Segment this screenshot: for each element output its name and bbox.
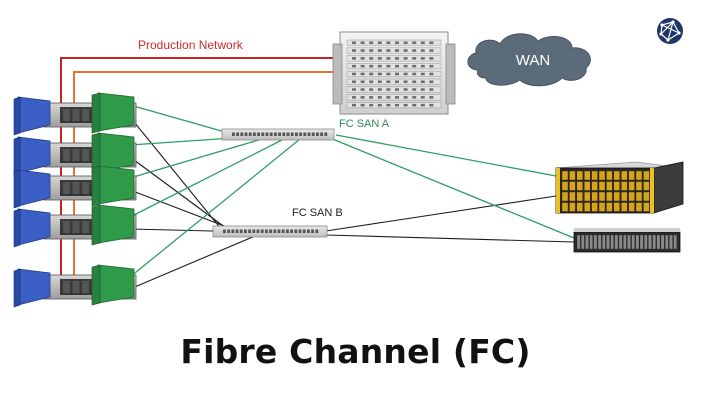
fc-a-link (129, 104, 233, 135)
fc-b-link (129, 232, 263, 290)
fc-a-storage-link (329, 137, 575, 239)
server-2 (13, 132, 137, 176)
fc-b-link (129, 116, 223, 231)
server-1 (13, 92, 137, 136)
fc-san-a-links (129, 104, 575, 278)
server-rack (13, 92, 137, 308)
wan-label: WAN (516, 52, 550, 69)
diagram-caption: Fibre Channel (FC) (180, 332, 531, 371)
fc-san-b-label: FC SAN B (292, 207, 343, 219)
fc-a-storage-link (335, 134, 557, 177)
production-link-red (60, 57, 342, 290)
fc-switch-a: FC SAN A (221, 118, 390, 141)
fc-switch-b: FC SAN B (212, 207, 343, 238)
storage-array-primary (555, 161, 684, 214)
fc-san-a-label: FC SAN A (339, 118, 390, 130)
fc-a-link (129, 138, 263, 179)
globe-network-icon (657, 18, 683, 44)
storage-array-secondary (573, 228, 681, 253)
fc-b-link (129, 189, 241, 233)
fc-b-link (129, 156, 231, 232)
fc-san-b-links (129, 116, 575, 290)
server-4 (13, 204, 137, 248)
fc-a-link (129, 139, 283, 218)
production-network-label: Production Network (138, 38, 244, 52)
server-3 (13, 165, 137, 209)
server-5 (13, 264, 137, 308)
fc-b-storage-link (325, 234, 575, 243)
fc-b-storage-link (325, 195, 557, 232)
wan-cloud: WAN (467, 33, 591, 87)
router-chassis-icon (332, 31, 456, 115)
fc-a-link (129, 138, 301, 278)
